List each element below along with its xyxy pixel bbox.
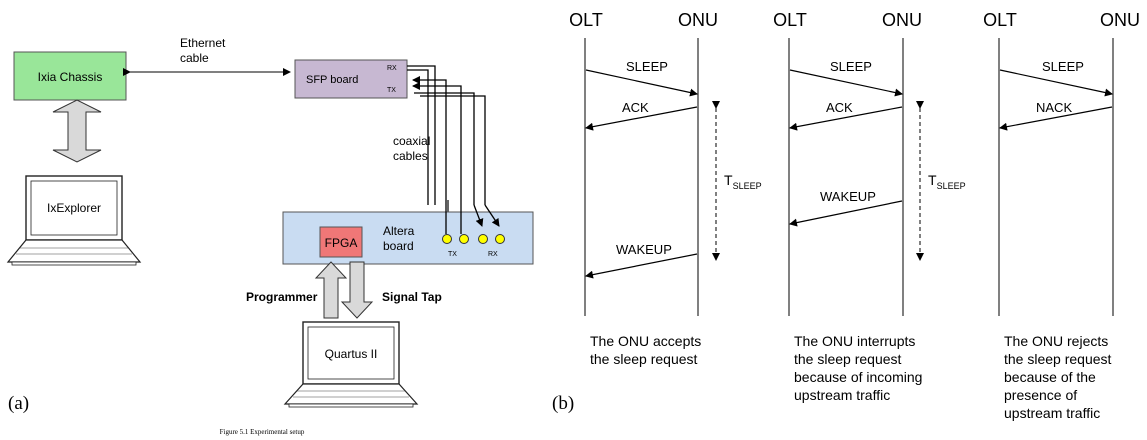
nack-label: NACK — [1036, 100, 1072, 115]
sfp-rx-label: RX — [387, 65, 397, 72]
signaltap-label: Signal Tap — [382, 290, 442, 304]
sleep-label: SLEEP — [626, 59, 668, 74]
scenario-3: OLT ONU SLEEP NACK The ONU rejects the s… — [983, 10, 1140, 421]
ixia-laptop-arrow — [52, 99, 102, 163]
laptop-ixexplorer — [6, 175, 142, 266]
sleep-message — [585, 69, 698, 97]
sfp-board-label: SFP board — [306, 74, 358, 86]
wakeup-message — [585, 253, 698, 279]
wakeup-message — [789, 200, 903, 227]
ixia-chassis-box — [13, 51, 127, 101]
port-3 — [478, 234, 488, 244]
ethernet-label-line2: cable — [180, 51, 209, 65]
ixia-chassis-label: Ixia Chassis — [38, 70, 103, 84]
sleep-message — [789, 69, 903, 97]
fpga-label: FPGA — [325, 236, 358, 250]
scenario-caption: The ONU rejects the sleep request becaus… — [1004, 333, 1115, 421]
onu-label: ONU — [678, 10, 718, 30]
panel-b: (b) OLT ONU SLEEP ACK WAKEUP TSLEEP The … — [552, 10, 1140, 421]
port-connectors — [445, 204, 500, 234]
panel-a: Ixia Chassis Ethernet cable SFP board RX… — [6, 36, 534, 436]
sleep-label: SLEEP — [1042, 59, 1084, 74]
laptop2-label: Quartus II — [325, 347, 378, 361]
wakeup-label: WAKEUP — [616, 242, 672, 257]
board-tx-label: TX — [448, 251, 457, 258]
port-4 — [495, 234, 505, 244]
olt-label: OLT — [569, 10, 603, 30]
ethernet-label-line1: Ethernet — [180, 36, 226, 50]
onu-label: ONU — [882, 10, 922, 30]
altera-label-line2: board — [383, 239, 414, 253]
programmer-arrow — [314, 261, 348, 319]
ack-label: ACK — [826, 100, 853, 115]
ack-message — [585, 106, 698, 131]
olt-label: OLT — [773, 10, 807, 30]
sfp-tx-label: TX — [387, 87, 396, 94]
tsleep-label: TSLEEP — [724, 172, 762, 191]
fpga-chip — [319, 226, 363, 258]
panel-b-label: (b) — [552, 393, 574, 414]
scenario-2: OLT ONU SLEEP ACK WAKEUP TSLEEP The ONU … — [773, 10, 965, 403]
scenario-caption: The ONU interrupts the sleep request bec… — [794, 333, 926, 403]
laptop1-label: IxExplorer — [47, 201, 101, 215]
scenario-caption: The ONU accepts the sleep request — [590, 333, 705, 367]
figure-caption: Figure 5.1 Experimental setup — [220, 428, 305, 436]
panel-a-label: (a) — [8, 393, 29, 414]
onu-label: ONU — [1100, 10, 1140, 30]
sleep-message — [999, 69, 1113, 97]
altera-label-line1: Altera — [383, 224, 415, 238]
board-rx-label: RX — [488, 251, 498, 258]
port-2 — [459, 234, 469, 244]
coaxial-cables — [407, 65, 486, 205]
board-ports — [442, 234, 505, 244]
laptop-quartus — [283, 321, 419, 408]
nack-message — [999, 106, 1113, 131]
coaxial-label-line2: cables — [393, 149, 428, 163]
port-1 — [442, 234, 452, 244]
sleep-label: SLEEP — [830, 59, 872, 74]
programmer-label: Programmer — [246, 290, 318, 304]
ack-label: ACK — [622, 100, 649, 115]
coaxial-label-line1: coaxial — [393, 134, 430, 148]
olt-label: OLT — [983, 10, 1017, 30]
sfp-board-box — [294, 59, 408, 99]
scenario-1: OLT ONU SLEEP ACK WAKEUP TSLEEP The ONU … — [569, 10, 761, 367]
tsleep-label: TSLEEP — [928, 172, 966, 191]
signaltap-arrow — [340, 261, 374, 319]
ack-message — [789, 106, 903, 131]
wakeup-label: WAKEUP — [820, 189, 876, 204]
